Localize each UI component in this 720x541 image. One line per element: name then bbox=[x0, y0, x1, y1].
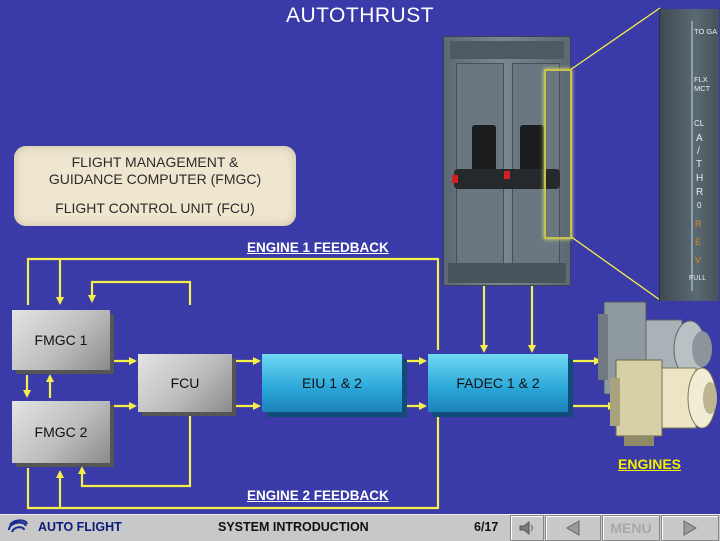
scale-t-label: T bbox=[696, 159, 703, 170]
fmgc2-block: FMGC 2 bbox=[12, 401, 110, 463]
fmgc1-label: FMGC 1 bbox=[34, 332, 88, 348]
scale-full-label: FULL bbox=[689, 275, 707, 282]
fadec-block: FADEC 1 & 2 bbox=[428, 354, 568, 412]
scale-slash-label: / bbox=[697, 146, 700, 157]
scale-rev-v-label: V bbox=[695, 255, 702, 265]
scale-zero-label: 0 bbox=[697, 201, 702, 210]
scale-rev-e-label: E bbox=[695, 237, 702, 247]
legend-line-fmgc-1: FLIGHT MANAGEMENT & bbox=[71, 154, 239, 170]
triangle-right-icon bbox=[683, 520, 697, 536]
menu-button-label: MENU bbox=[610, 520, 652, 536]
engine2-feedback-line bbox=[26, 416, 440, 510]
engines-label: ENGINES bbox=[618, 456, 682, 472]
page-title: AUTOTHRUST bbox=[285, 4, 435, 27]
fmgc1-block: FMGC 1 bbox=[12, 310, 110, 370]
eiu-label: EIU 1 & 2 bbox=[302, 375, 362, 391]
previous-button[interactable] bbox=[545, 515, 601, 541]
legend-line-fmgc-2: GUIDANCE COMPUTER (FMGC) bbox=[48, 171, 262, 187]
section-name: SYSTEM INTRODUCTION bbox=[218, 520, 369, 534]
engines-illustration bbox=[598, 301, 717, 446]
triangle-left-icon bbox=[566, 520, 580, 536]
scale-rev-r-label: R bbox=[695, 219, 702, 229]
detent-highlight-strip bbox=[544, 69, 572, 239]
throttle-quadrant-image bbox=[443, 36, 571, 286]
scale-cl-label: CL bbox=[694, 119, 705, 128]
scale-flx-label: FLX MCT bbox=[694, 75, 711, 93]
engine1-feedback-label: ENGINE 1 FEEDBACK bbox=[247, 240, 389, 255]
fmgc2-label: FMGC 2 bbox=[34, 424, 88, 440]
fcu-label: FCU bbox=[170, 375, 200, 391]
fadec-label: FADEC 1 & 2 bbox=[456, 375, 540, 391]
engine2-feedback-label: ENGINE 2 FEEDBACK bbox=[247, 488, 389, 503]
menu-button[interactable]: MENU bbox=[602, 515, 660, 541]
thrust-scale-panel: TO GA FLX MCT CL A / T H R 0 R E V FULL bbox=[659, 9, 719, 301]
sound-button[interactable] bbox=[510, 515, 544, 541]
eiu-block: EIU 1 & 2 bbox=[262, 354, 402, 412]
module-name: AUTO FLIGHT bbox=[38, 520, 122, 534]
page-counter: 6/17 bbox=[474, 520, 499, 534]
abbreviation-legend: FLIGHT MANAGEMENT & GUIDANCE COMPUTER (F… bbox=[14, 146, 296, 226]
scale-togo-label: TO GA bbox=[694, 27, 718, 36]
scale-a-label: A bbox=[696, 133, 703, 144]
legend-line-fcu: FLIGHT CONTROL UNIT (FCU) bbox=[55, 200, 255, 216]
fcu-block: FCU bbox=[138, 354, 232, 412]
speaker-icon bbox=[519, 520, 533, 536]
scale-r-label: R bbox=[696, 187, 704, 198]
next-button[interactable] bbox=[661, 515, 719, 541]
scale-h-label: H bbox=[696, 173, 704, 184]
swirl-logo-icon bbox=[8, 519, 28, 533]
engine1-feedback-line bbox=[26, 257, 440, 350]
